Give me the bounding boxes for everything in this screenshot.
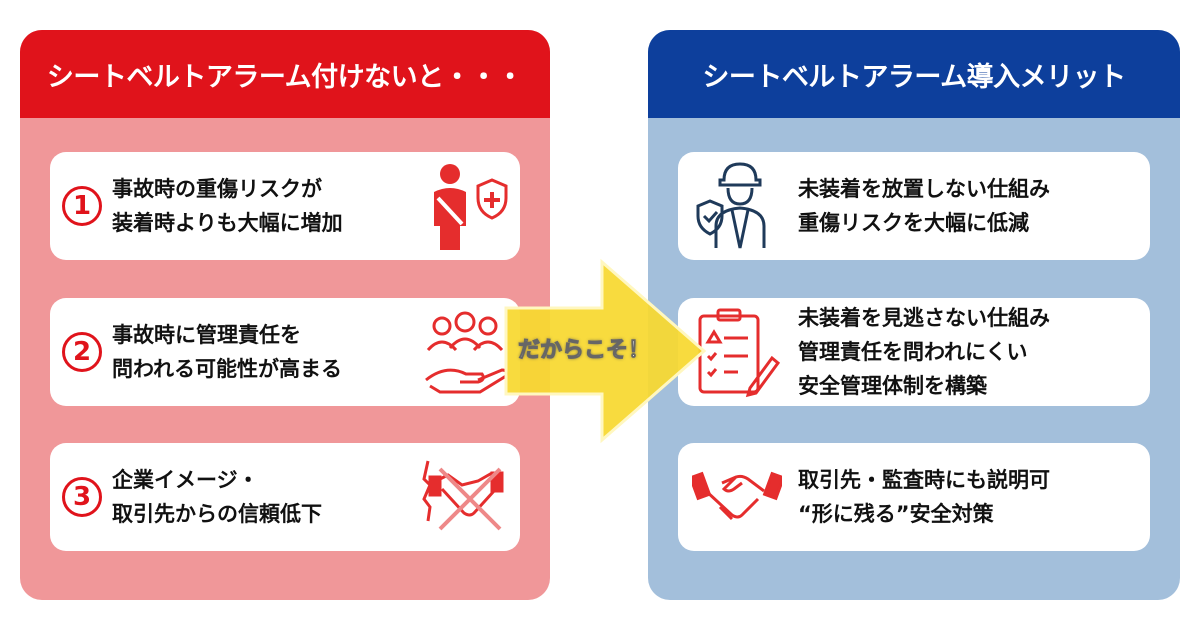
risk-card-1: 1 事故時の重傷リスクが装着時よりも大幅に増加 (50, 152, 520, 260)
risk-card-3: 3 企業イメージ・取引先からの信頼低下 (50, 443, 520, 551)
number-badge: 2 (62, 332, 102, 372)
text-line: 問われる可能性が高まる (112, 357, 342, 381)
broken-handshake-icon (422, 460, 504, 531)
number-badge: 1 (62, 186, 102, 226)
merit-card-2: 未装着を見逃さない仕組み管理責任を問われにくい安全管理体制を構築 (678, 298, 1150, 406)
merit-text: 未装着を放置しない仕組み重傷リスクを大幅に低減 (798, 172, 1150, 240)
risk-text: 事故時に管理責任を問われる可能性が高まる (112, 318, 420, 386)
merit-card-1: 未装着を放置しない仕組み重傷リスクを大幅に低減 (678, 152, 1150, 260)
text-line: 未装着を見逃さない仕組み (798, 306, 1050, 330)
merit-text: 取引先・監査時にも説明可 “形に残る”安全対策 (798, 463, 1150, 531)
merit-text: 未装着を見逃さない仕組み管理責任を問われにくい安全管理体制を構築 (798, 301, 1150, 403)
arrow-right-icon (504, 258, 707, 444)
text-line: 取引先からの信頼低下 (112, 502, 322, 526)
risk-card-2: 2 事故時に管理責任を問われる可能性が高まる (50, 298, 520, 406)
text-line: 管理責任を問われにくい (798, 340, 1028, 364)
arrow-label: だからこそ！ (517, 338, 651, 364)
merit-card-3: 取引先・監査時にも説明可 “形に残る”安全対策 (678, 443, 1150, 551)
text-line: 装着時よりも大幅に増加 (112, 211, 343, 235)
risk-text: 事故時の重傷リスクが装着時よりも大幅に増加 (112, 172, 420, 240)
text-line: 取引先・監査時にも説明可 (798, 468, 1050, 492)
risk-panel: シートベルトアラーム付けないと・・・ 1 事故時の重傷リスクが装着時よりも大幅に… (20, 30, 550, 600)
text-line: 重傷リスクを大幅に低減 (798, 211, 1029, 235)
text-line: 事故時に管理責任を (112, 323, 301, 347)
risk-text: 企業イメージ・取引先からの信頼低下 (112, 463, 420, 531)
people-hand-icon (425, 311, 508, 394)
text-line: 未装着を放置しない仕組み (798, 177, 1050, 201)
risk-panel-title: シートベルトアラーム付けないと・・・ (20, 30, 550, 118)
merit-panel: シートベルトアラーム導入メリット 未装着を放置しない仕組み重傷リスクを大幅に低減… (648, 30, 1180, 600)
text-line: 企業イメージ・ (112, 468, 259, 492)
text-line: “形に残る”安全対策 (798, 502, 994, 526)
worker-shield-icon (696, 162, 766, 249)
number-badge: 3 (62, 477, 102, 517)
text-line: 安全管理体制を構築 (798, 374, 987, 398)
text-line: 事故時の重傷リスクが (112, 177, 322, 201)
merit-panel-title: シートベルトアラーム導入メリット (648, 30, 1180, 118)
handshake-icon (692, 471, 782, 521)
injured-person-icon (434, 164, 508, 250)
